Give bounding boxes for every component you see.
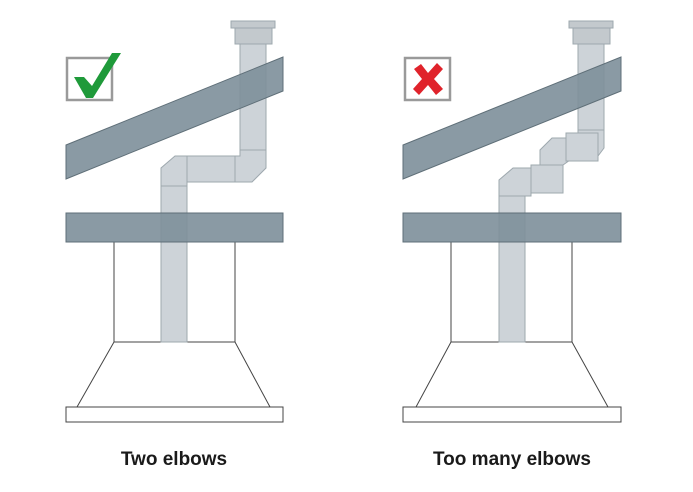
duct-horizontal-run: [186, 155, 236, 183]
duct-elbow-1: [160, 155, 188, 187]
hood-canopy: [415, 341, 609, 408]
duct-zigzag-segment-2: [565, 132, 599, 162]
cross-icon: [413, 63, 443, 95]
chimney-cap-neck: [234, 27, 273, 45]
duct-zigzag-segment-1: [530, 164, 564, 194]
roof-beam: [402, 56, 622, 180]
chimney-cap-neck: [572, 27, 611, 45]
roof-beam: [65, 56, 284, 180]
hood-base-plate: [402, 406, 622, 423]
duct-elbow-1: [498, 167, 532, 197]
hood-canopy: [76, 341, 271, 408]
checkmark-icon: [74, 53, 121, 98]
panel-too-many-elbows: [402, 20, 622, 423]
duct-elbow-2: [234, 149, 267, 183]
ceiling-beam: [65, 212, 284, 243]
duct-lower-vertical: [160, 185, 188, 343]
hood-base-plate: [65, 406, 284, 423]
caption-two-elbows: Two elbows: [120, 449, 228, 470]
ceiling-beam: [402, 212, 622, 243]
panel-two-elbows: [65, 20, 284, 423]
chimney-cap-top: [230, 20, 276, 29]
caption-too-many-elbows: Too many elbows: [432, 449, 591, 470]
chimney-cap-top: [568, 20, 614, 29]
